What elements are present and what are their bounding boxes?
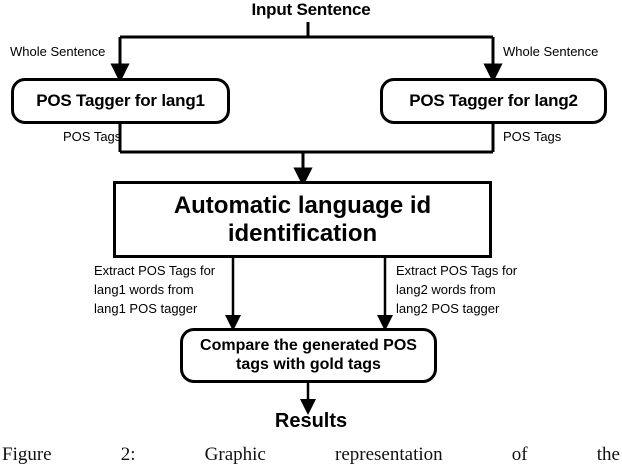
node-pos-tagger-lang1: POS Tagger for lang1	[11, 78, 230, 124]
caption-word: of	[511, 444, 528, 465]
node-input-sentence: Input Sentence	[251, 0, 371, 19]
edge-label-pos-tags-left: POS Tags	[63, 129, 122, 144]
node-pos-tagger-lang2: POS Tagger for lang2	[380, 78, 607, 124]
node-results: Results	[274, 410, 348, 432]
caption-word: Graphic	[204, 444, 266, 465]
caption-word: Figure	[2, 444, 52, 465]
edge-label-pos-tags-right: POS Tags	[503, 129, 562, 144]
edge-label-extract-pos-tags-lang1: Extract POS Tags for lang1 words from la…	[94, 263, 216, 316]
caption-word: 2:	[120, 444, 136, 465]
edge-label-extract-pos-tags-lang2: Extract POS Tags for lang2 words from la…	[396, 263, 518, 316]
figure-caption: Figure 2: Graphic representation of the	[2, 444, 620, 466]
caption-word: the	[596, 444, 620, 465]
caption-word: representation	[335, 444, 443, 465]
edge-label-whole-sentence-right: Whole Sentence	[503, 44, 599, 59]
node-compare-generated-pos-tags: Compare the generated POS tags with gold…	[180, 328, 437, 383]
node-automatic-language-id-identification: Automatic language id identification	[113, 181, 492, 258]
edge-label-whole-sentence-left: Whole Sentence	[10, 44, 106, 59]
